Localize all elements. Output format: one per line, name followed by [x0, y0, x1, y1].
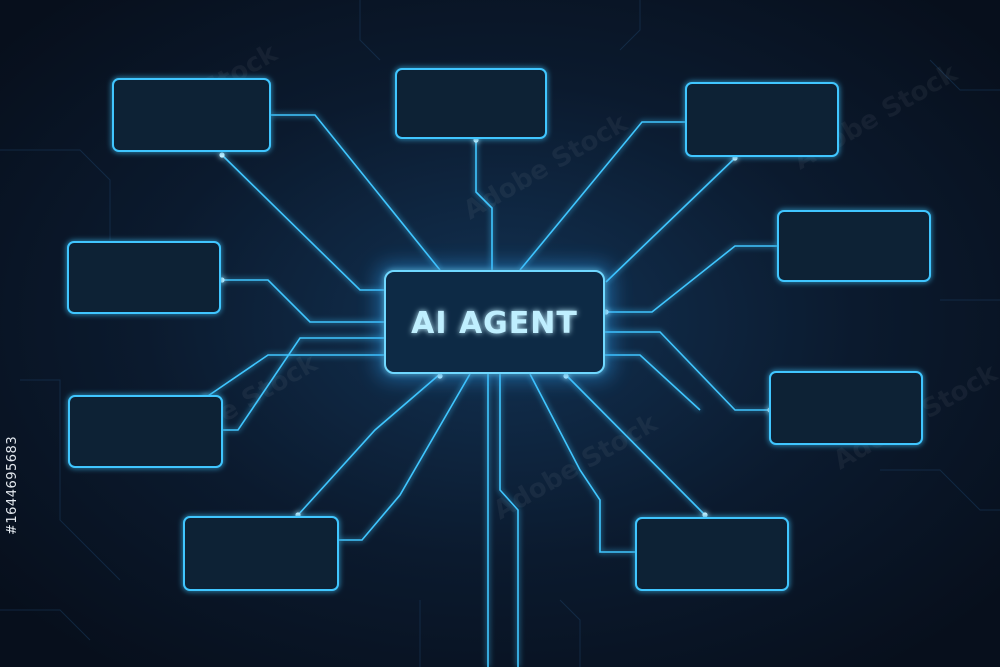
hub: AI AGENT [378, 265, 612, 379]
connector-line [338, 373, 471, 541]
node-box-1 [112, 78, 271, 152]
node-boxes [67, 68, 931, 591]
connector-line [604, 354, 701, 411]
stock-id-text: #1644695683 [5, 436, 20, 535]
connector-line [604, 331, 770, 411]
node-box-7 [769, 371, 923, 445]
connector-line [222, 337, 384, 431]
connector-line [221, 154, 385, 291]
connector-line [499, 374, 519, 667]
node-box-6 [68, 395, 223, 468]
connector-line [604, 245, 778, 313]
connector-line [297, 373, 441, 516]
connector-line [564, 373, 706, 516]
connector-line [519, 121, 686, 271]
connector-lines [204, 114, 778, 667]
connector-line [204, 354, 384, 399]
node-box-3 [685, 82, 839, 157]
node-box-8 [183, 516, 339, 591]
junction-dot [702, 512, 708, 518]
connector-line [605, 157, 736, 283]
node-box-2 [395, 68, 547, 139]
node-box-5 [777, 210, 931, 282]
connector-line [529, 373, 636, 553]
hub-box [384, 270, 605, 374]
connector-line [475, 138, 493, 270]
node-box-9 [635, 517, 789, 591]
connector-line [220, 279, 384, 323]
node-box-4 [67, 241, 221, 314]
junction-dot [219, 152, 225, 158]
hub-label: AI AGENT [411, 306, 578, 341]
connector-line [270, 114, 441, 271]
